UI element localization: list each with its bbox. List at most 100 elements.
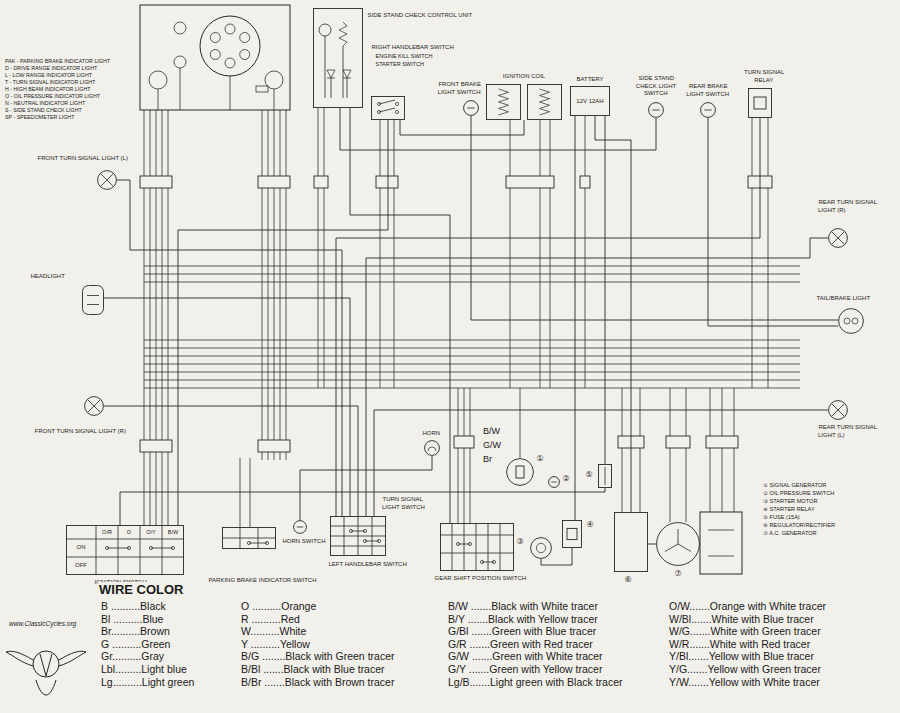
lamp-symbol xyxy=(829,229,848,248)
label-holder: FRONT TURN SIGNAL LIGHT (L) xyxy=(37,155,147,163)
symbol-line xyxy=(151,548,173,549)
component-shape xyxy=(371,96,405,120)
lamp-key-entry: SP - SPEEDOMETER LIGHT xyxy=(4,114,75,120)
wire xyxy=(575,116,576,520)
indicator-lamp xyxy=(225,24,235,34)
label-holder: RIGHT HANDLEBAR SWITCH xyxy=(371,44,471,52)
harness-wire xyxy=(640,388,641,512)
indicator-lamp xyxy=(149,71,167,89)
harness-wire xyxy=(722,388,723,512)
switch-symbol xyxy=(701,103,716,118)
wire-color-entry: B/G ........Black with Green tracer xyxy=(240,650,395,663)
relay-coil xyxy=(754,97,766,109)
switch-table xyxy=(67,526,184,575)
component-label: GEAR SHIFT POSITION SWITCH xyxy=(434,575,527,581)
component: ④ xyxy=(562,520,582,548)
component-label: RIGHT HANDLEBAR SWITCH xyxy=(371,44,454,50)
component-shape xyxy=(614,512,648,572)
pickup-coil xyxy=(516,466,524,478)
component-shape xyxy=(82,285,104,315)
harness-group xyxy=(140,5,800,574)
component-shape xyxy=(463,100,479,116)
symbol-line xyxy=(440,535,514,536)
harness-wire xyxy=(324,108,325,388)
relay-symbol xyxy=(563,521,582,548)
wire-color-entry: G/Y .......Green with Yellow tracer xyxy=(447,663,603,676)
lamp-symbol xyxy=(85,397,104,416)
component-label: HORN SWITCH xyxy=(282,538,326,544)
component: ① xyxy=(506,458,534,486)
table-cell: OFF xyxy=(74,562,88,569)
harness-wire xyxy=(144,274,800,275)
wire-color-entry: Gr..........Gray xyxy=(100,650,165,663)
component-shape xyxy=(700,102,716,118)
wire-color-entry: W..........White xyxy=(240,625,307,638)
component-label: SIDE STAND CHECK LIGHT SWITCH xyxy=(636,75,676,96)
wire-color-entry: R ..........Red xyxy=(240,613,301,626)
component: ③ xyxy=(530,537,552,559)
callout-key-entry: ① SIGNAL GENERATOR xyxy=(762,482,827,489)
harness-wire xyxy=(520,388,521,458)
filament xyxy=(844,318,850,324)
callout-number: ⑦ xyxy=(674,569,682,578)
indicator-lamp xyxy=(174,22,186,34)
lamp-key-entry: PAK - PARKING BRAKE INDICATOR LIGHT xyxy=(4,58,111,64)
callout-number: ② xyxy=(562,474,570,483)
label-holder: TAIL/BRAKE LIGHT xyxy=(816,295,886,303)
label-holder: STARTER SWITCH xyxy=(375,61,465,68)
symbol-line xyxy=(832,404,845,417)
component-shape xyxy=(648,102,664,118)
label-holder: GEAR SHIFT POSITION SWITCH xyxy=(434,575,554,583)
wire xyxy=(336,118,760,516)
harness-connector xyxy=(376,176,398,188)
callout-key-entry: ⑤ FUSE (15A) xyxy=(762,514,801,521)
harness-wire xyxy=(280,110,281,460)
label-holder: PARKING BRAKE INDICATOR SWITCH xyxy=(208,577,332,585)
component-label: BATTERY xyxy=(576,76,604,82)
symbol-line xyxy=(87,304,99,305)
component: FRONT TURN SIGNAL LIGHT (R) xyxy=(84,396,104,416)
watermark: www.ClassicCycles.org xyxy=(8,620,77,628)
label-holder: ③ xyxy=(516,537,528,547)
label-holder: FRONT BRAKE LIGHT SWITCH xyxy=(427,81,481,96)
label-holder: ⑥ xyxy=(624,575,636,585)
symbol-line xyxy=(365,541,379,542)
component-label: TAIL/BRAKE LIGHT xyxy=(816,295,871,301)
horn-symbol xyxy=(425,441,440,456)
relay-symbol xyxy=(749,89,772,118)
wire-color-entry: Y/W.......Yellow with White tracer xyxy=(668,676,821,689)
harness-wire xyxy=(144,364,800,365)
headlight-symbol xyxy=(83,286,104,315)
harness-wire xyxy=(670,388,671,522)
harness-wire xyxy=(274,110,275,460)
symbol-line xyxy=(832,232,845,245)
harness-wire xyxy=(585,116,586,388)
symbol-line xyxy=(379,100,395,104)
component-shape xyxy=(486,84,562,120)
component: HORN SWITCH xyxy=(293,520,307,534)
symbol-line xyxy=(351,531,365,532)
wire xyxy=(350,108,450,523)
horn-diaphragm xyxy=(428,447,436,451)
component-label: ENGINE KILL SWITCH xyxy=(375,53,433,59)
component-shape xyxy=(838,308,864,334)
component-label: LEFT HANDLEBAR SWITCH xyxy=(328,561,407,567)
component: SIDE STAND CHECK LIGHT SWITCH xyxy=(648,102,664,118)
component-label: REAR TURN SIGNAL LIGHT (R) xyxy=(818,199,877,213)
harness-wire xyxy=(318,108,319,388)
harness-connector xyxy=(706,436,738,448)
harness-wire xyxy=(162,110,163,525)
component: GEAR SHIFT POSITION SWITCH xyxy=(440,523,514,571)
symbol-line xyxy=(66,557,184,558)
component-shape xyxy=(222,527,276,549)
table-heading: WIRE COLOR xyxy=(98,582,185,598)
symbol-line xyxy=(678,544,691,551)
logo-mark xyxy=(40,654,52,676)
component-shape xyxy=(313,8,363,108)
label-holder: SIDE STAND CHECK LIGHT SWITCH xyxy=(628,75,684,98)
component: ② xyxy=(548,476,560,488)
harness-wire xyxy=(144,282,800,283)
component-shape xyxy=(548,476,560,488)
component-label: FRONT TURN SIGNAL LIGHT (L) xyxy=(37,155,128,161)
